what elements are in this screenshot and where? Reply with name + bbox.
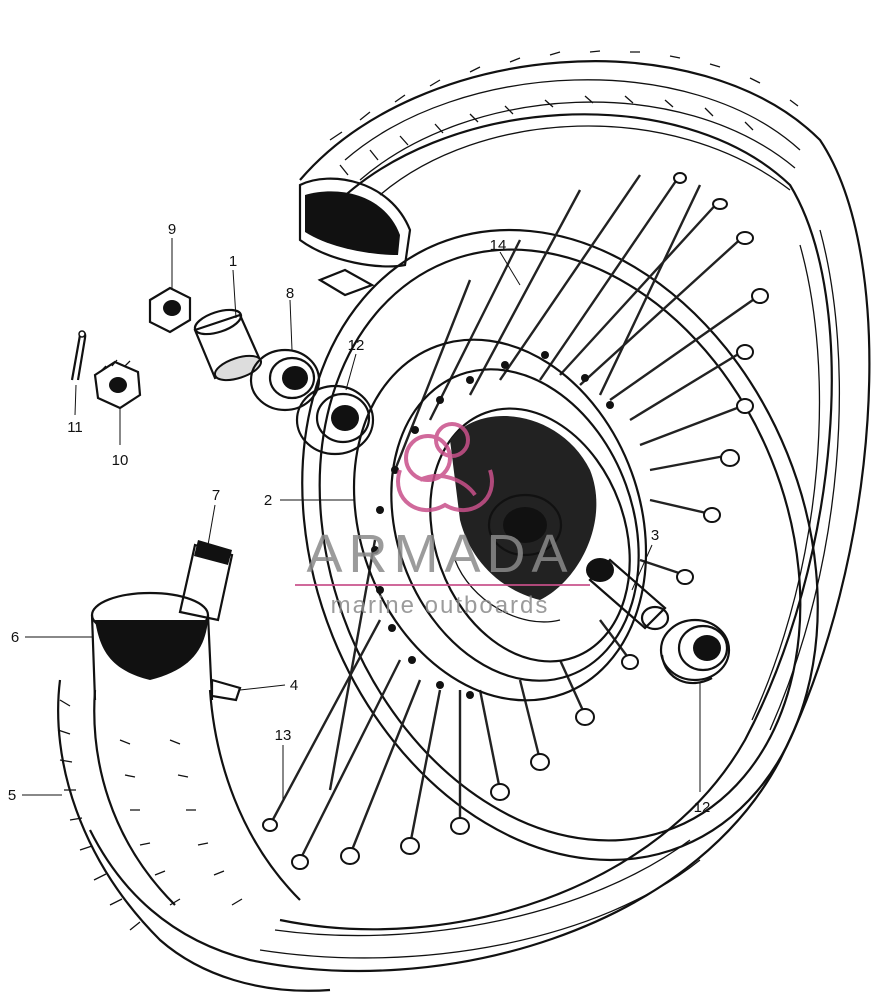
callout-6: 6 [11, 629, 19, 646]
spokes [268, 174, 761, 861]
bearing-right [659, 618, 731, 685]
callout-7: 7 [212, 487, 220, 504]
distance-collar [586, 558, 670, 631]
callout-14: 14 [490, 237, 507, 254]
callout-8: 8 [286, 285, 294, 302]
callout-12-left: 12 [348, 337, 365, 354]
callout-10: 10 [112, 452, 129, 469]
callouts: 9 1 8 12 11 10 7 2 14 3 6 4 13 5 12 [8, 221, 711, 816]
watermark-tagline: marine outboards [331, 592, 550, 619]
tire [89, 50, 871, 973]
callout-3: 3 [651, 527, 659, 544]
watermark-logo-icon [396, 422, 494, 512]
watermark-brand: ARMADA [306, 524, 573, 584]
callout-13: 13 [275, 727, 292, 744]
callout-9: 9 [168, 221, 176, 238]
collar-1 [193, 308, 263, 382]
nut-9 [148, 286, 192, 334]
leader-lines [22, 238, 701, 800]
bearing-8 [249, 348, 321, 412]
rim [301, 228, 819, 862]
rim-band [210, 678, 242, 702]
watermark: ARMADA marine outboards [295, 422, 590, 619]
tire-section-lower [57, 540, 331, 992]
cotter-pin-11 [70, 330, 87, 381]
callout-11: 11 [67, 419, 83, 436]
callout-4: 4 [290, 677, 298, 694]
callout-5: 5 [8, 787, 16, 804]
castle-nut-10 [93, 359, 142, 410]
callout-1: 1 [229, 253, 237, 270]
hub [352, 338, 648, 702]
callout-2: 2 [264, 492, 272, 509]
callout-12-right: 12 [694, 799, 711, 816]
spoke-nipples [262, 172, 769, 870]
bearing-12-left [295, 384, 375, 456]
